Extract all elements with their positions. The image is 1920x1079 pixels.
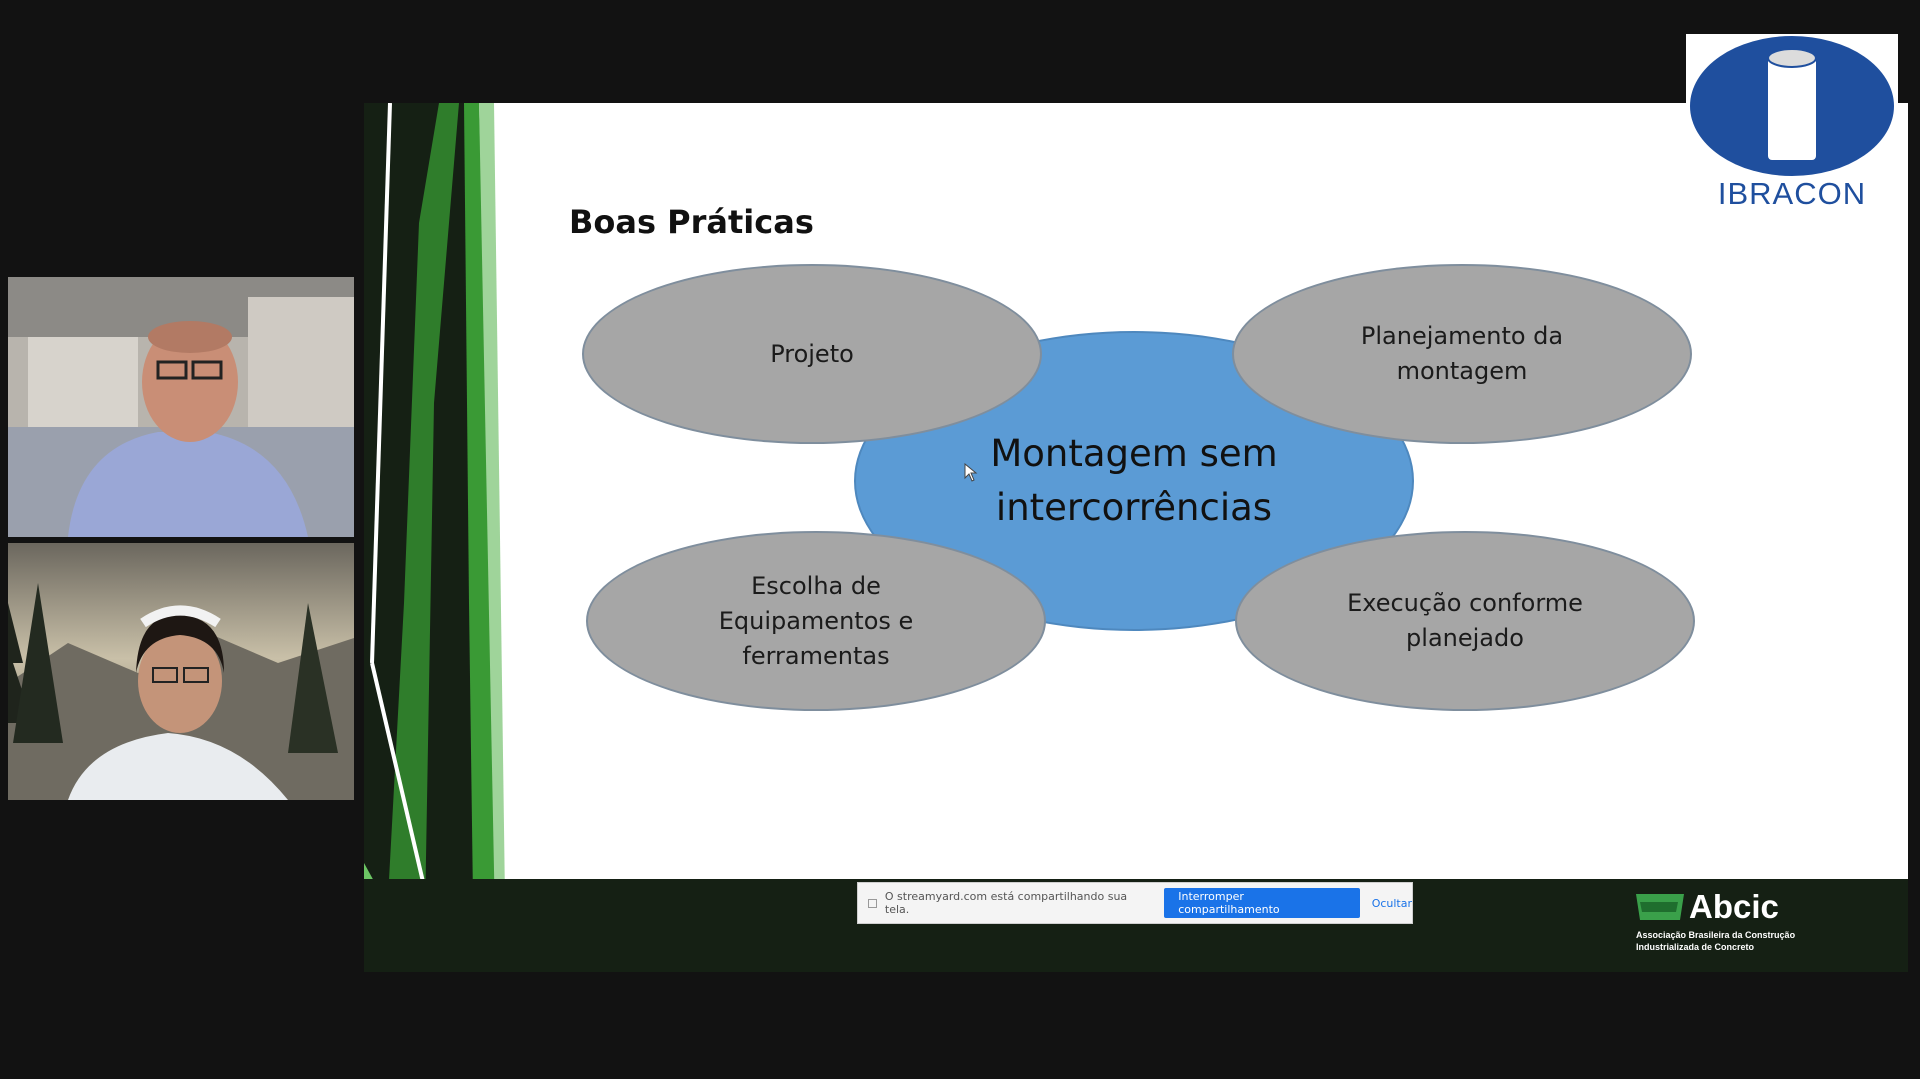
- stop-sharing-button[interactable]: Interromper compartilhamento: [1164, 888, 1360, 918]
- ibracon-name: IBRACON: [1717, 176, 1867, 211]
- ellipse-projeto-label: Projeto: [770, 339, 854, 368]
- participant-video-1[interactable]: [8, 277, 354, 537]
- abcic-subtitle-1: Associação Brasileira da Construção: [1636, 930, 1796, 940]
- participant-1-image: [8, 277, 354, 537]
- abcic-logo: Abcic Associação Brasileira da Construçã…: [1634, 888, 1864, 958]
- slide-title: Boas Práticas: [569, 203, 814, 241]
- participant-2-image: [8, 543, 354, 800]
- ellipse-execucao-label: Execução conforme planejado: [1347, 589, 1583, 652]
- shared-slide: Boas Práticas Montagem sem intercorrênci…: [364, 103, 1908, 972]
- share-indicator-icon: [868, 898, 877, 908]
- ellipse-planejamento-label: Planejamento da montagem: [1360, 322, 1564, 385]
- share-message: O streamyard.com está compartilhando sua…: [884, 890, 1128, 916]
- abcic-logo-icon: [1636, 894, 1684, 920]
- center-ellipse-label: Montagem sem intercorrências: [990, 432, 1278, 529]
- ellipse-planejamento: Planejamento da montagem: [1232, 264, 1692, 444]
- abcic-subtitle-2: Industrializada de Concreto: [1636, 942, 1755, 952]
- ellipse-equipamentos-label: Escolha de Equipamentos e ferramentas: [718, 571, 914, 670]
- ellipse-equipamentos: Escolha de Equipamentos e ferramentas: [586, 531, 1046, 711]
- hide-banner-button[interactable]: Ocultar: [1371, 896, 1412, 910]
- ibracon-logo-icon: [1690, 36, 1894, 176]
- screen-share-banner: O streamyard.com está compartilhando sua…: [857, 882, 1413, 924]
- participant-video-2[interactable]: [8, 543, 354, 800]
- ellipse-projeto: Projeto: [582, 264, 1042, 444]
- slide-decoration: [364, 103, 506, 972]
- ibracon-logo: IBRACON: [1686, 34, 1898, 212]
- cursor-icon: [964, 463, 978, 482]
- abcic-name: Abcic: [1689, 888, 1779, 925]
- ellipse-execucao: Execução conforme planejado: [1235, 531, 1695, 711]
